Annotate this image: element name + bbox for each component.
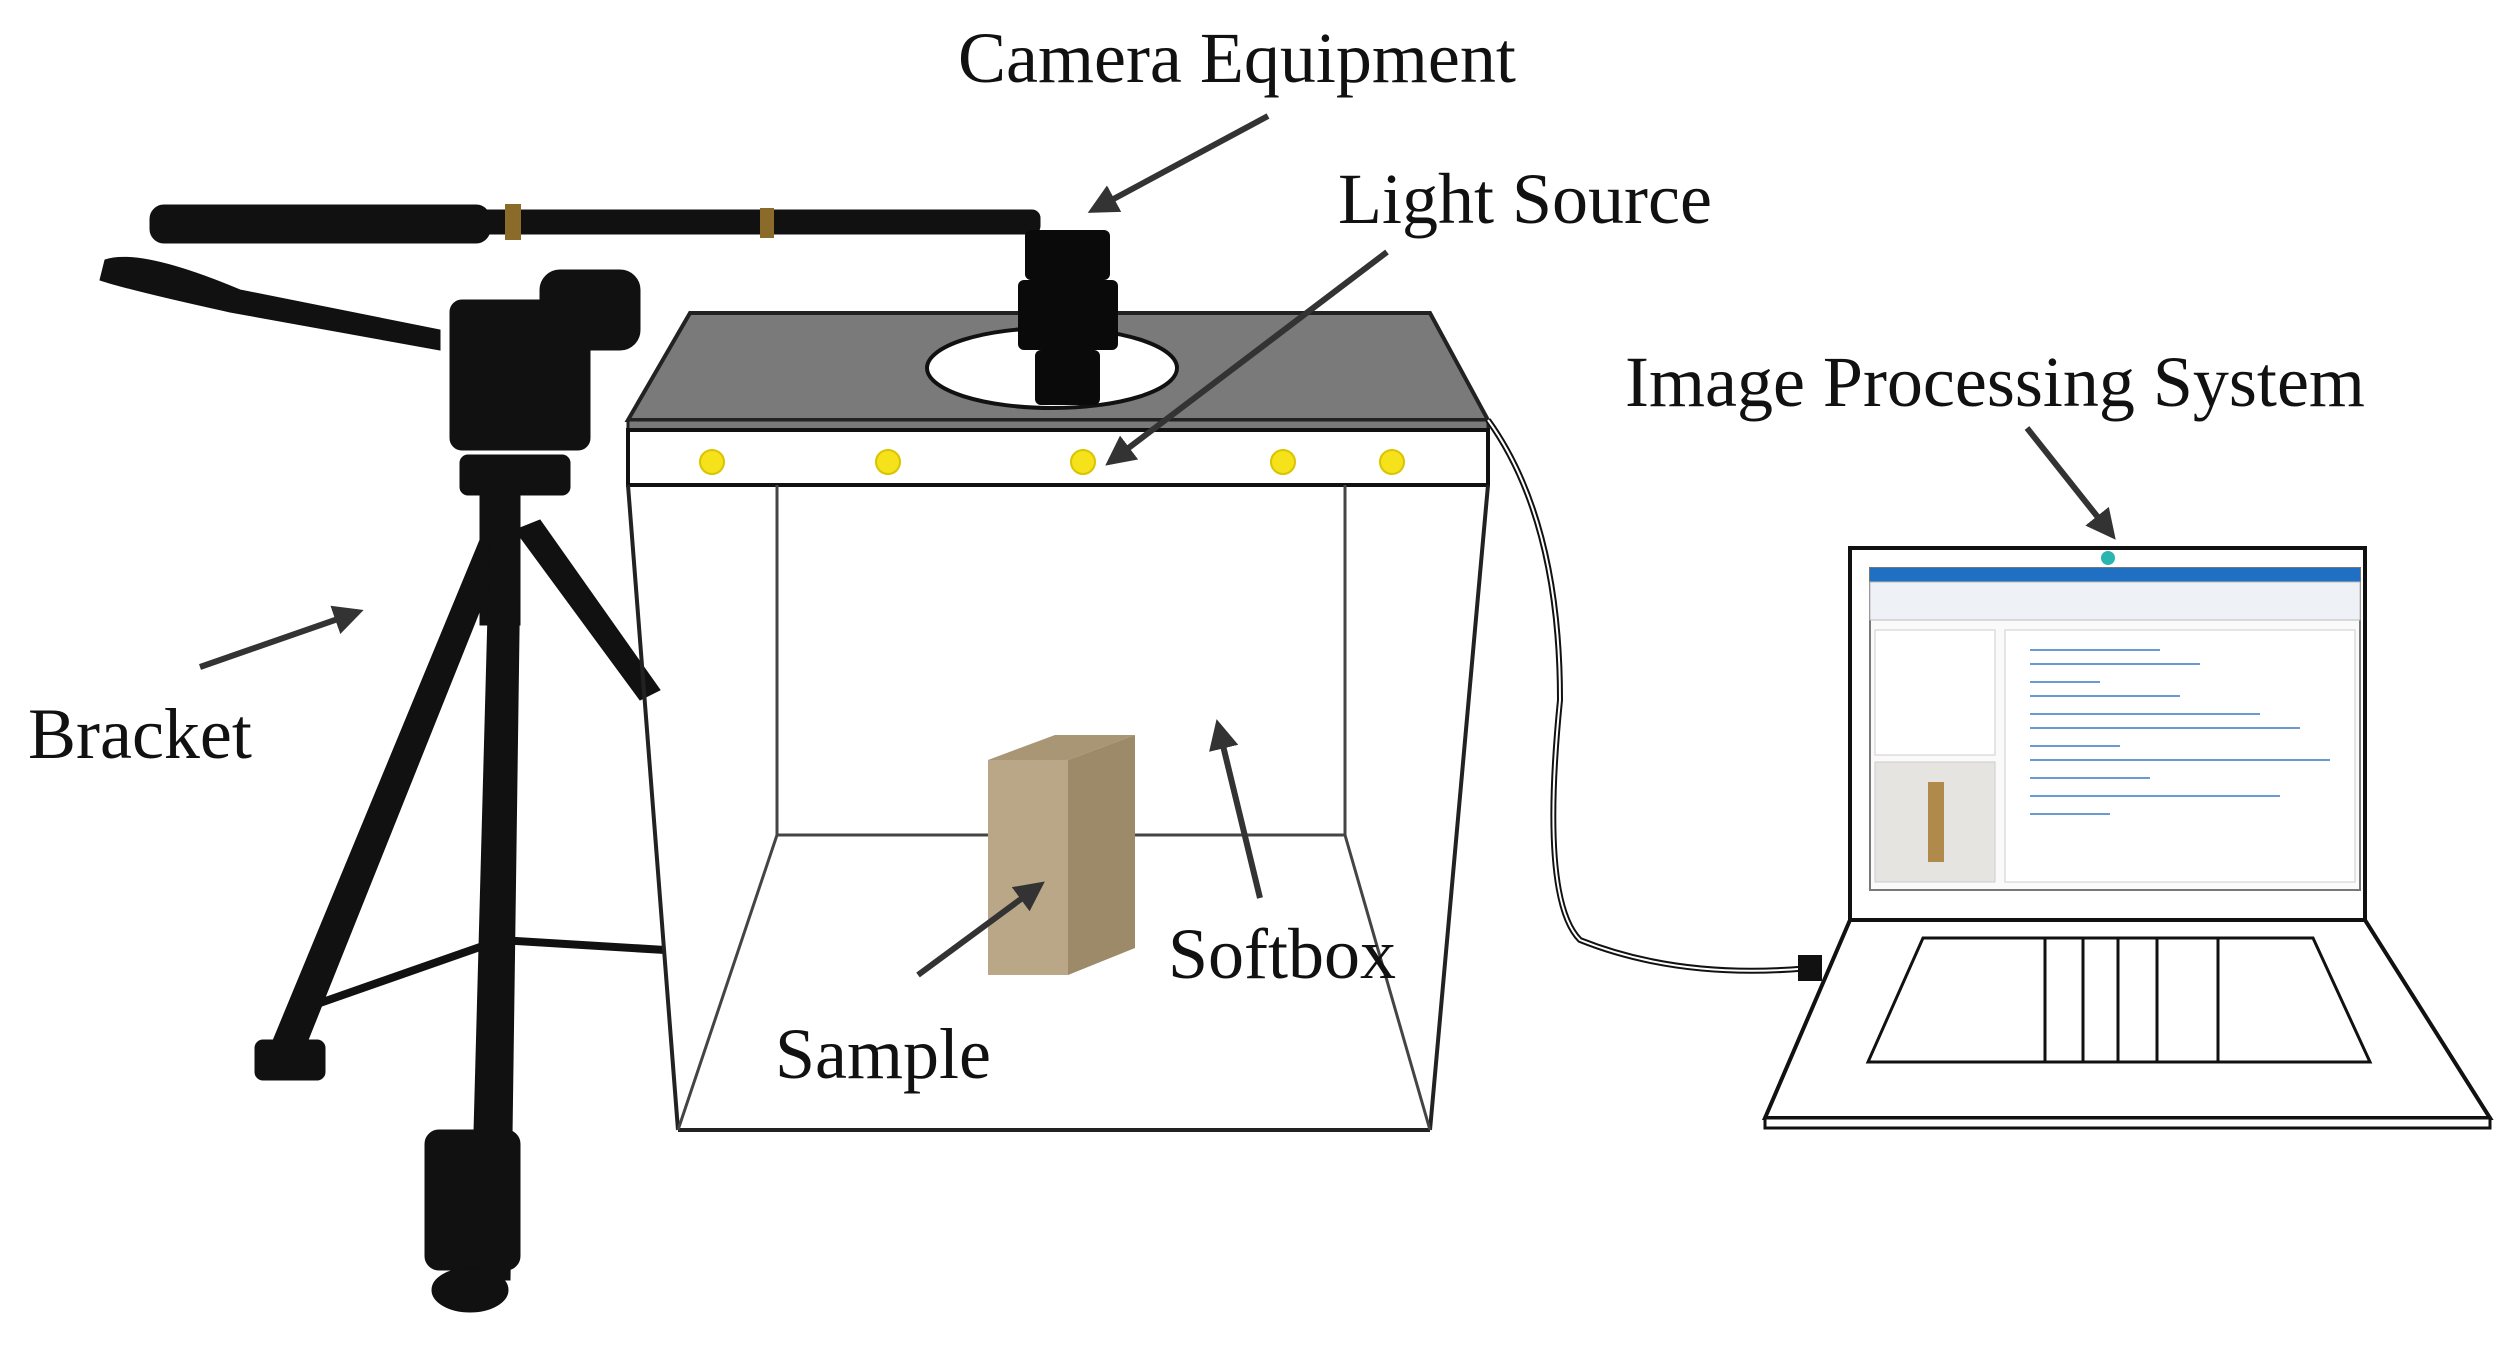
floor-edge-left — [676, 834, 779, 1131]
arrow-bracket — [199, 605, 364, 670]
arrow-sample — [916, 881, 1045, 978]
sample-top — [988, 735, 1135, 760]
label-bracket: Bracket — [28, 694, 252, 774]
arrow-camera — [1087, 113, 1270, 213]
leg-brace-left — [298, 936, 502, 1014]
camera — [1018, 230, 1118, 405]
screen-titlebar — [1870, 568, 2360, 582]
foot-pad — [431, 1267, 509, 1313]
sun-icon — [699, 449, 1405, 475]
trackpad-buttons — [2043, 938, 2220, 1062]
label-softbox: Softbox — [1168, 914, 1397, 994]
label-sample: Sample — [775, 1014, 991, 1094]
light-strip — [626, 428, 1490, 487]
screen-sample-image — [1928, 782, 1944, 862]
arrow-light — [1105, 249, 1389, 466]
screen-file-panel — [1874, 629, 1996, 756]
pan-handle — [99, 256, 441, 351]
softbox — [624, 311, 1492, 1132]
foot-left — [254, 1039, 326, 1081]
camera-body — [1018, 280, 1118, 350]
laptop-base-edge — [1763, 1116, 2492, 1130]
sample-front — [988, 760, 1068, 975]
head-base — [459, 454, 571, 496]
laptop — [1761, 546, 2494, 1130]
annotation-arrows — [199, 113, 2116, 978]
label-camera-equipment: Camera Equipment — [958, 18, 1516, 98]
arrow-softbox — [1209, 719, 1263, 899]
cable-plug — [1798, 955, 1822, 981]
boom-ring-1 — [505, 204, 521, 240]
screen-code-editor — [2004, 629, 2356, 883]
cable-highlight — [1487, 419, 1811, 972]
label-image-processing-system: Image Processing System — [1625, 342, 2365, 422]
label-light-source: Light Source — [1338, 159, 1712, 239]
screen-ribbon — [1869, 581, 2361, 621]
sample — [988, 735, 1135, 975]
box-edge-right — [1428, 484, 1490, 1131]
leg-brace-right — [499, 936, 666, 954]
box-edge-left — [626, 484, 680, 1131]
camera-lens — [1035, 350, 1100, 405]
boom-handle — [149, 204, 491, 244]
cable — [1485, 418, 1811, 974]
arrow-ips — [2024, 426, 2116, 540]
head-knob — [539, 269, 641, 351]
tripod-leg-right — [514, 519, 661, 701]
foot-middle — [424, 1129, 521, 1271]
floor-edge-right — [1343, 834, 1432, 1131]
tripod-bracket — [99, 204, 1041, 1313]
camera-top — [1025, 230, 1110, 280]
boom-ring-2 — [760, 208, 774, 238]
sample-side — [1068, 735, 1135, 975]
screen-code-lines — [2030, 649, 2330, 815]
webcam-icon — [2101, 551, 2115, 565]
tripod-leg-middle — [469, 539, 521, 1281]
